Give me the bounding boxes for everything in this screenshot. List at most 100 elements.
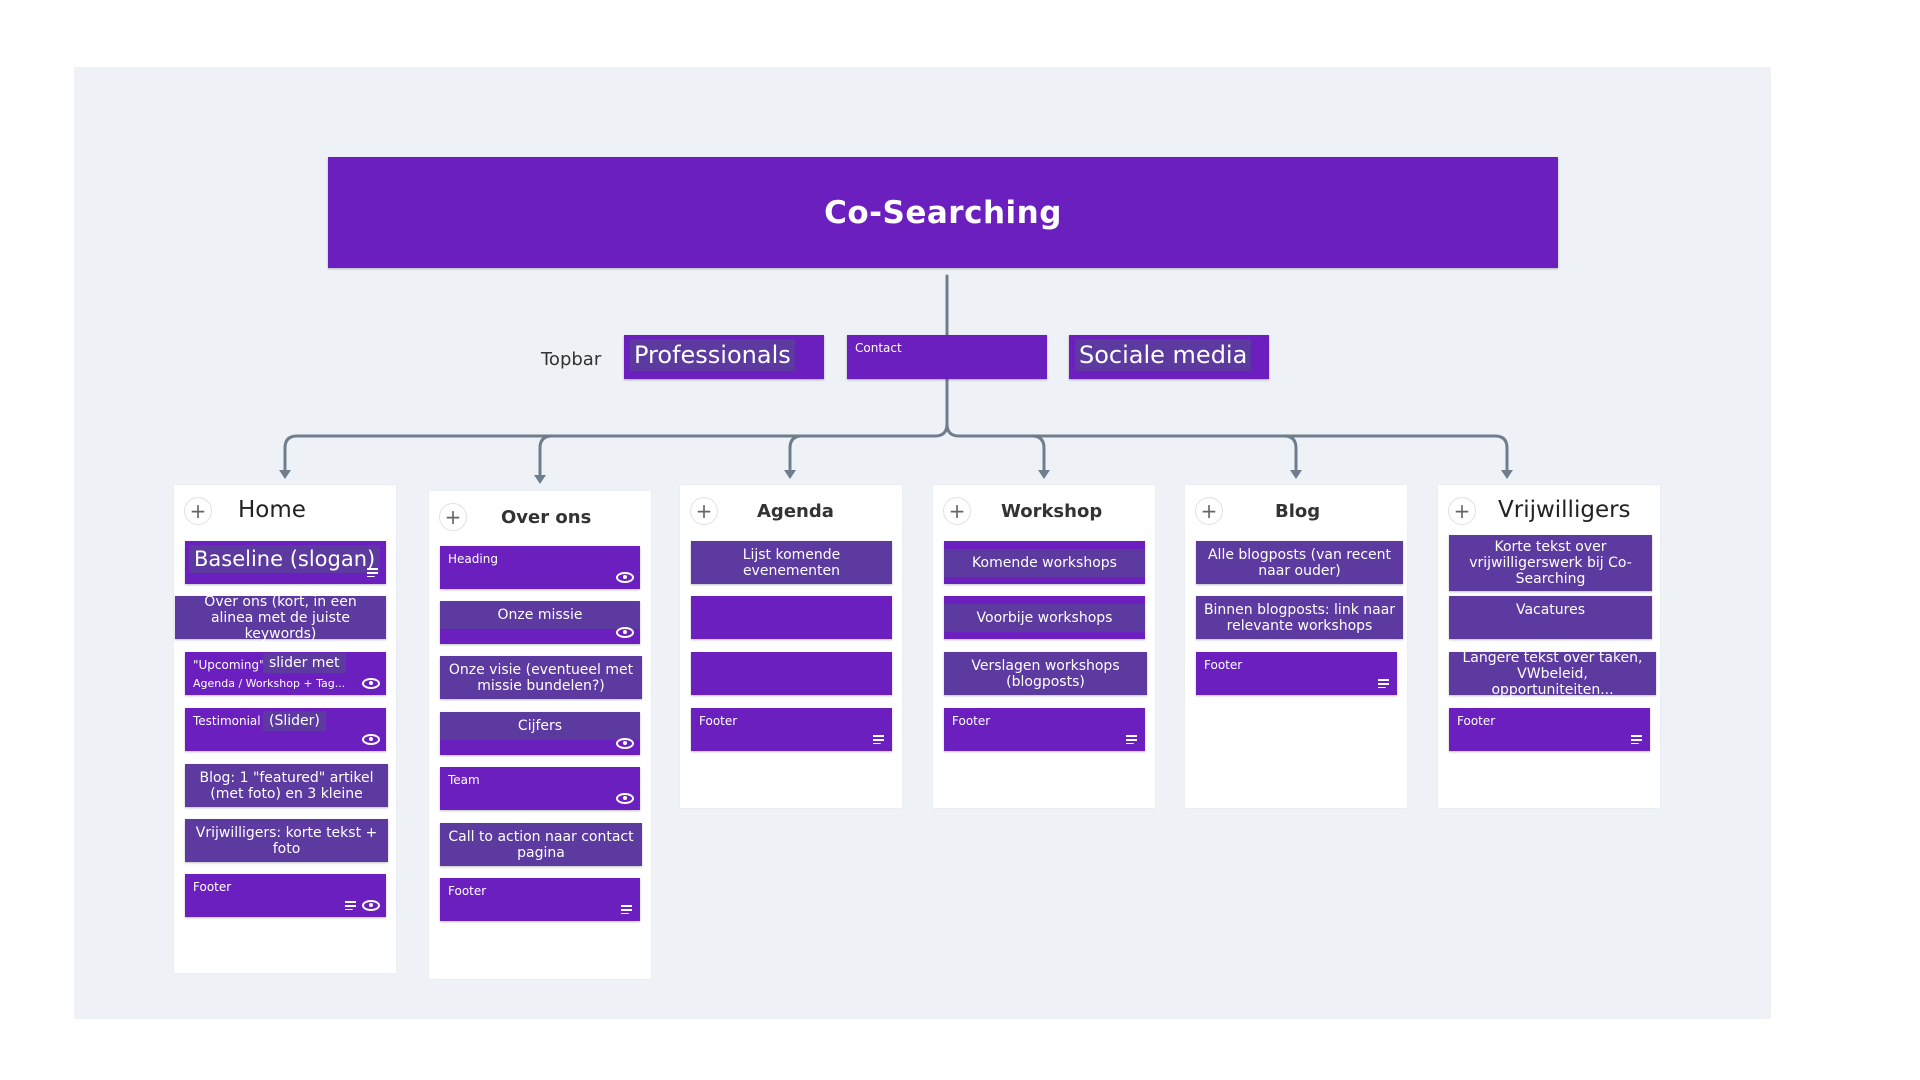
column-title: Vrijwilligers: [1498, 497, 1631, 523]
card-label: Komende workshops: [944, 549, 1145, 577]
topbar-node-contact[interactable]: Contact: [847, 335, 1047, 379]
card-sub-label: Agenda / Workshop + Tag...: [193, 677, 346, 690]
plus-icon[interactable]: +: [184, 497, 212, 525]
card-label: Blog: 1 "featured" artikel (met foto) en…: [199, 769, 374, 802]
column-title: Workshop: [1001, 501, 1103, 522]
card-call-to-action[interactable]: Call to action naar contact pagina: [440, 823, 642, 866]
card-label: Onze visie (eventueel met missie bundele…: [448, 661, 634, 694]
notes-icon: [1378, 679, 1389, 688]
card-lijst-evenementen[interactable]: Lijst komende evenementen: [691, 541, 892, 584]
root-title-text: Co-Searching: [824, 194, 1062, 231]
plus-icon[interactable]: +: [943, 497, 971, 525]
card-label: Cijfers: [440, 712, 640, 740]
card-label: Voorbije workshops: [944, 604, 1145, 632]
column-workshop: + Workshop Komende workshops Voorbije wo…: [933, 485, 1155, 808]
plus-icon[interactable]: +: [439, 503, 467, 531]
card-voorbije-workshops[interactable]: Voorbije workshops: [944, 596, 1145, 639]
column-vrijwilligers: + Vrijwilligers Korte tekst over vrijwil…: [1438, 485, 1660, 808]
column-header: + Vrijwilligers: [1438, 485, 1660, 539]
card-empty[interactable]: [691, 652, 892, 695]
column-title: Home: [238, 497, 306, 523]
root-node-title[interactable]: Co-Searching: [328, 157, 1558, 268]
card-label: Vacatures: [1515, 602, 1586, 618]
topbar-item-label: Professionals: [630, 339, 795, 371]
notes-icon: [1631, 735, 1642, 744]
card-verslagen-workshops[interactable]: Verslagen workshops (blogposts): [944, 652, 1147, 695]
card-label: Over ons (kort, in een alinea met de jui…: [204, 593, 357, 642]
card-label: Footer: [448, 884, 487, 898]
card-team[interactable]: Team: [440, 767, 640, 810]
eye-icon: [616, 793, 634, 804]
card-upcoming-slider[interactable]: "Upcoming" slider met Agenda / Workshop …: [185, 652, 386, 695]
card-overlay-label: slider met: [263, 653, 346, 673]
column-header: + Workshop: [933, 485, 1155, 539]
card-blog-featured[interactable]: Blog: 1 "featured" artikel (met foto) en…: [185, 764, 388, 807]
plus-icon[interactable]: +: [1448, 497, 1476, 525]
card-vacatures[interactable]: Vacatures: [1449, 596, 1652, 639]
card-footer[interactable]: Footer: [691, 708, 892, 751]
column-header: + Home: [174, 485, 396, 539]
topbar-node-professionals[interactable]: Professionals: [624, 335, 824, 379]
card-over-ons-kort[interactable]: Over ons (kort, in een alinea met de jui…: [175, 593, 386, 642]
eye-icon: [362, 734, 380, 745]
topbar-item-label: Sociale media: [1075, 339, 1252, 371]
card-label: Baseline (slogan): [189, 545, 381, 573]
column-over-ons: + Over ons Heading Onze missie Onze visi…: [429, 491, 651, 979]
card-korte-tekst[interactable]: Korte tekst over vrijwilligerswerk bij C…: [1449, 535, 1652, 591]
card-label: Footer: [699, 714, 738, 728]
eye-icon: [616, 738, 634, 749]
eye-icon: [362, 678, 380, 689]
column-home: + Home Baseline (slogan) Over ons (kort,…: [174, 485, 396, 973]
notes-icon: [367, 568, 378, 577]
card-testimonial[interactable]: Testimonial (Slider): [185, 708, 386, 751]
card-alle-blogposts[interactable]: Alle blogposts (van recent naar ouder): [1196, 541, 1403, 584]
topbar-item-label: Contact: [855, 341, 902, 355]
eye-icon: [616, 572, 634, 583]
card-baseline[interactable]: Baseline (slogan): [185, 541, 386, 584]
column-header: + Agenda: [680, 485, 902, 539]
card-label: Verslagen workshops (blogposts): [971, 657, 1120, 690]
card-cijfers[interactable]: Cijfers: [440, 712, 640, 755]
card-overlay-label: (Slider): [263, 711, 326, 731]
notes-icon: [1126, 735, 1137, 744]
card-onze-visie[interactable]: Onze visie (eventueel met missie bundele…: [440, 656, 642, 699]
card-label: Langere tekst over taken, VWbeleid, oppo…: [1462, 649, 1643, 698]
card-footer[interactable]: Footer: [1449, 708, 1650, 751]
card-label: Vrijwilligers: korte tekst + foto: [195, 824, 378, 857]
card-komende-workshops[interactable]: Komende workshops: [944, 541, 1145, 584]
notes-icon: [873, 735, 884, 744]
card-footer[interactable]: Footer: [185, 874, 386, 917]
card-label: Footer: [193, 880, 232, 894]
card-langere-tekst[interactable]: Langere tekst over taken, VWbeleid, oppo…: [1449, 649, 1656, 698]
card-label: Lijst komende evenementen: [742, 546, 841, 579]
topbar-node-social-media[interactable]: Sociale media: [1069, 335, 1269, 379]
card-vrijwilligers-kort[interactable]: Vrijwilligers: korte tekst + foto: [185, 819, 388, 862]
card-label: Footer: [1204, 658, 1243, 672]
card-label: Alle blogposts (van recent naar ouder): [1207, 546, 1391, 579]
eye-icon: [362, 900, 380, 911]
card-label: Call to action naar contact pagina: [448, 828, 634, 861]
card-onze-missie[interactable]: Onze missie: [440, 601, 640, 644]
eye-icon: [616, 627, 634, 638]
column-title: Over ons: [501, 507, 592, 528]
card-label: "Upcoming": [193, 658, 265, 672]
column-blog: + Blog Alle blogposts (van recent naar o…: [1185, 485, 1407, 808]
topbar-label: Topbar: [541, 349, 602, 370]
card-heading[interactable]: Heading: [440, 546, 640, 589]
card-footer[interactable]: Footer: [440, 878, 640, 921]
card-label: Testimonial: [193, 714, 261, 728]
card-footer[interactable]: Footer: [944, 708, 1145, 751]
card-binnen-blogposts[interactable]: Binnen blogposts: link naar relevante wo…: [1196, 596, 1403, 639]
card-empty[interactable]: [691, 596, 892, 639]
card-footer[interactable]: Footer: [1196, 652, 1397, 695]
card-label: Team: [448, 773, 480, 787]
card-label: Korte tekst over vrijwilligerswerk bij C…: [1469, 539, 1632, 587]
notes-icon: [345, 901, 356, 910]
plus-icon[interactable]: +: [1195, 497, 1223, 525]
card-label: Heading: [448, 552, 498, 566]
card-label: Footer: [1457, 714, 1496, 728]
column-agenda: + Agenda Lijst komende evenementen Foote…: [680, 485, 902, 808]
column-header: + Blog: [1185, 485, 1407, 539]
plus-icon[interactable]: +: [690, 497, 718, 525]
card-label: Binnen blogposts: link naar relevante wo…: [1203, 601, 1396, 634]
